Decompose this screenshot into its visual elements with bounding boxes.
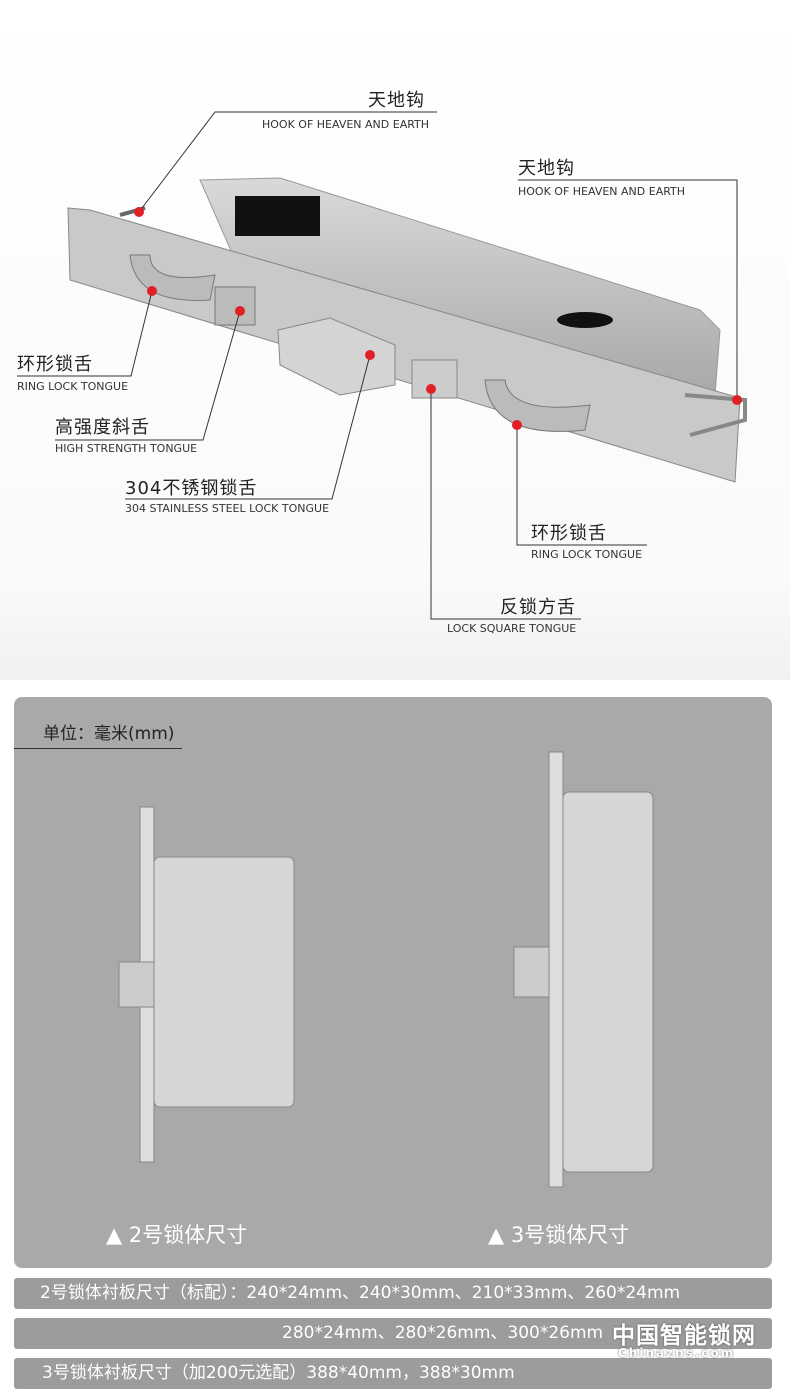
callout-hook-right-en: HOOK OF HEAVEN AND EARTH: [518, 185, 686, 198]
callout-latch-zh: 高强度斜舌: [55, 417, 150, 438]
callout-ring-left-zh: 环形锁舌: [17, 354, 93, 375]
callout-steel-zh: 304不锈钢锁舌: [125, 478, 258, 499]
size-card: 单位：毫米(mm) ▲ 2号锁体尺寸 ▲ 3号锁体尺寸: [14, 697, 772, 1268]
callout-hook-top-zh: 天地钩: [368, 90, 425, 111]
unit-underline: [14, 748, 182, 749]
lock-body-photos: [118, 751, 654, 1188]
unit-label: 单位：毫米(mm): [43, 724, 175, 744]
callout-dots: [134, 207, 742, 430]
callout-hook-top-en: HOOK OF HEAVEN AND EARTH: [262, 118, 430, 131]
callout-ring-right-en: RING LOCK TONGUE: [531, 548, 643, 561]
size-row-1: 2号锁体衬板尺寸（标配）：240*24mm、240*30mm、210*33mm、…: [14, 1278, 772, 1309]
lock-3-faceplate: [548, 751, 564, 1188]
size-row-3: 3号锁体衬板尺寸（加200元选配）388*40mm，388*30mm: [14, 1358, 772, 1389]
callout-steel-en: 304 STAINLESS STEEL LOCK TONGUE: [125, 502, 330, 515]
triangle-up-icon: ▲: [106, 1223, 129, 1247]
callout-latch-en: HIGH STRENGTH TONGUE: [55, 442, 198, 455]
callout-square-zh: 反锁方舌: [500, 597, 576, 618]
caption-lock-2: ▲ 2号锁体尺寸: [106, 1223, 248, 1247]
callout-square-en: LOCK SQUARE TONGUE: [447, 622, 577, 635]
feature-diagram: 天地钩 HOOK OF HEAVEN AND EARTH 天地钩 HOOK OF…: [0, 0, 790, 680]
callout-ring-right-zh: 环形锁舌: [531, 523, 607, 544]
callout-hook-right-zh: 天地钩: [518, 158, 575, 179]
watermark-url: Chinazns.com: [618, 1346, 736, 1360]
caption-lock-3: ▲ 3号锁体尺寸: [488, 1223, 630, 1247]
callout-ring-left-en: RING LOCK TONGUE: [17, 380, 129, 393]
triangle-up-icon: ▲: [488, 1223, 511, 1247]
lock-3-body: [562, 791, 654, 1173]
watermark-title: 中国智能锁网: [612, 1323, 756, 1349]
lock-illustration: [17, 111, 747, 620]
lock-2-body: [153, 856, 295, 1108]
square-hole: [235, 196, 320, 236]
size-row-2: 280*24mm、280*26mm、300*26mm: [14, 1318, 772, 1349]
leader-lines: [17, 111, 738, 620]
